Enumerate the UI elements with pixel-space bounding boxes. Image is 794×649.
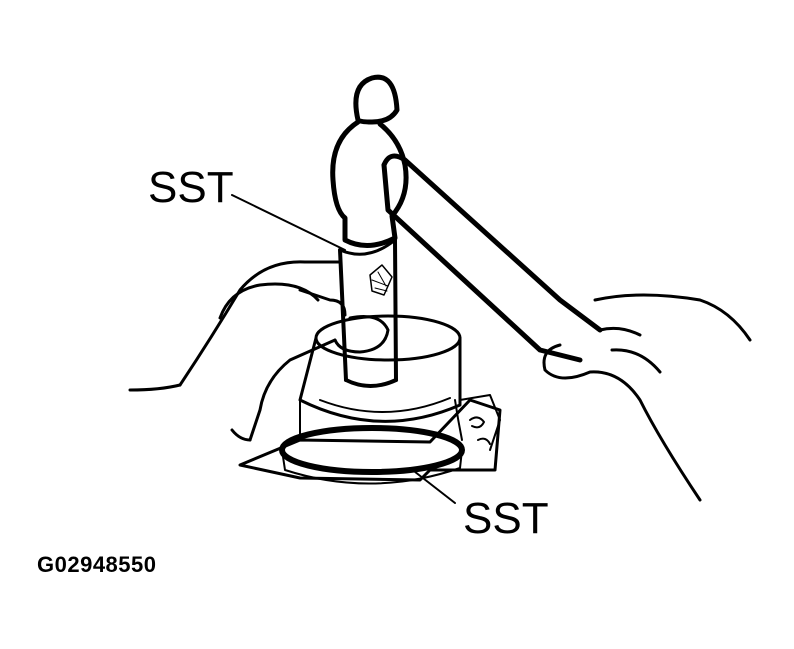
upper-sst-shaft	[338, 238, 398, 388]
upper-leader-line	[231, 194, 346, 251]
hammer-head	[330, 74, 409, 248]
hammer-handle	[381, 153, 603, 363]
lower-sst-ring	[279, 425, 465, 485]
lower-sst-callout: SST	[463, 494, 549, 543]
left-hand	[128, 260, 390, 442]
figure-id: G02948550	[37, 552, 157, 577]
lower-leader-line	[409, 467, 456, 504]
housing-base	[238, 394, 502, 482]
seal-housing	[298, 314, 463, 441]
right-hand	[542, 293, 752, 502]
upper-sst-callout: SST	[148, 163, 234, 212]
